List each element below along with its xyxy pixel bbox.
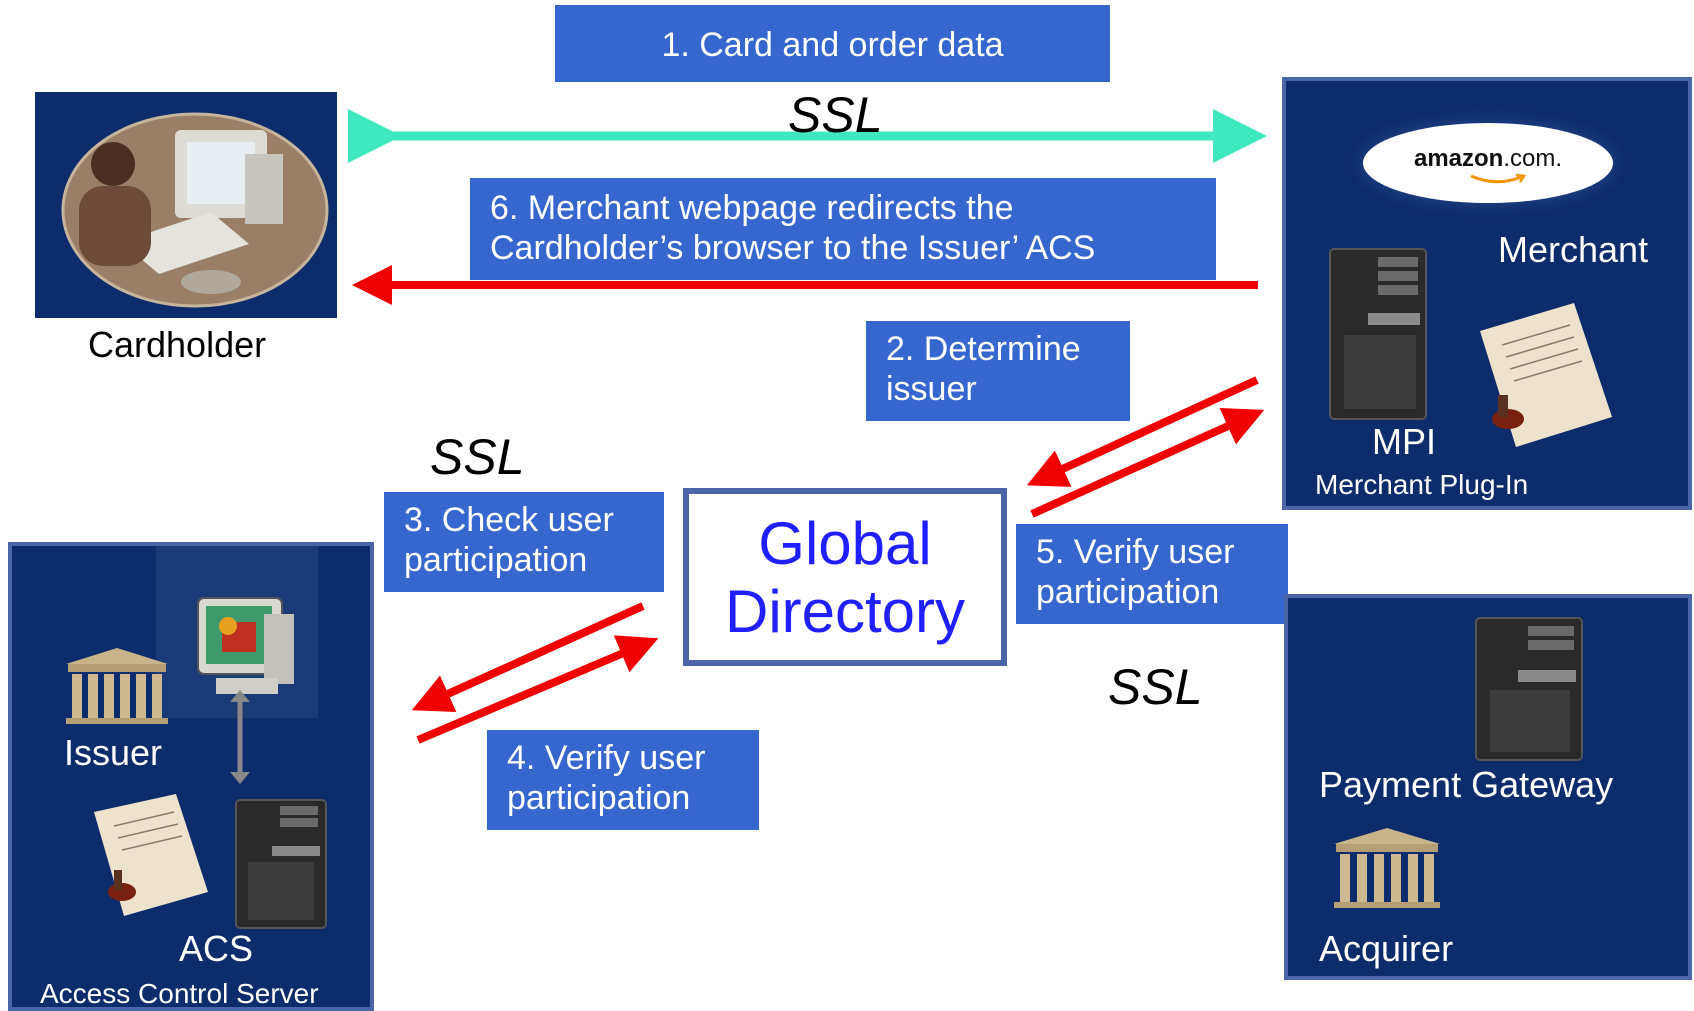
global-directory-box: Global Directory: [683, 488, 1007, 666]
issuer-panel: Issuer ACS Access Control Server: [8, 542, 374, 1011]
step1-box: 1. Card and order data: [555, 5, 1110, 82]
amazon-logo-text: amazon.com.: [1363, 145, 1613, 173]
global-directory-line2: Directory: [724, 578, 966, 645]
step4-line1: 4. Verify user: [507, 739, 706, 777]
mpi-label: MPI: [1372, 421, 1437, 462]
acs-server-icon: [235, 799, 327, 929]
cardholder-panel: [35, 92, 337, 318]
step5-line1: 5. Verify user: [1036, 533, 1235, 571]
step3-line2: participation: [404, 541, 588, 579]
amazon-logo: amazon.com.: [1363, 123, 1613, 203]
arrow-step2: [1026, 376, 1259, 487]
arrow-step4: [416, 635, 659, 744]
step2-line1: 2. Determine: [886, 330, 1081, 368]
gateway-server-icon: [1475, 617, 1583, 761]
ssl-label-left: SSL: [430, 429, 525, 485]
step2-line2: issuer: [886, 370, 977, 408]
issuer-acs-link-icon: [230, 690, 250, 784]
acquirer-bank-icon: [1334, 828, 1440, 908]
cardholder-label: Cardholder: [88, 324, 267, 365]
acs-computer-icon: [197, 597, 294, 694]
step3-line1: 3. Check user: [404, 501, 614, 539]
ssl-label-top: SSL: [788, 87, 883, 143]
merchant-label: Merchant: [1498, 229, 1649, 270]
step4-line2: participation: [507, 779, 691, 817]
amazon-logo-suffix: .com.: [1503, 145, 1563, 172]
step4-box: 4. Verify user participation: [487, 730, 759, 830]
step6-line1: 6. Merchant webpage redirects the: [490, 189, 1014, 227]
acquirer-panel: Payment Gateway Acquirer: [1284, 594, 1692, 980]
amazon-logo-main: amazon: [1413, 145, 1504, 172]
issuer-label: Issuer: [64, 732, 163, 773]
step2-box: 2. Determine issuer: [866, 321, 1130, 421]
ssl-label-right: SSL: [1108, 659, 1203, 715]
cardholder-photo-icon: [61, 112, 329, 308]
global-directory-line1: Global: [758, 510, 932, 577]
arrow-step3: [411, 602, 645, 713]
merchant-server-icon: [1329, 248, 1427, 420]
step5-line2: participation: [1036, 573, 1220, 611]
acs-full-label: Access Control Server: [40, 978, 319, 1009]
step6-box: 6. Merchant webpage redirects the Cardho…: [470, 178, 1216, 280]
acs-document-icon: [94, 794, 208, 916]
step3-box: 3. Check user participation: [384, 492, 664, 592]
arrow-step5: [1030, 407, 1265, 518]
step1-label: 1. Card and order data: [661, 26, 1004, 64]
payment-gateway-label: Payment Gateway: [1319, 764, 1614, 805]
acquirer-label: Acquirer: [1319, 928, 1454, 969]
issuer-bank-icon: [66, 648, 168, 724]
step6-line2: Cardholder’s browser to the Issuer’ ACS: [490, 229, 1096, 267]
merchant-panel: amazon.com. Merchant MPI Merchant Plug-I…: [1282, 77, 1692, 510]
acs-label: ACS: [179, 928, 254, 969]
merchant-document-icon: [1480, 303, 1612, 447]
amazon-smile-icon: [1470, 173, 1527, 184]
step5-box: 5. Verify user participation: [1016, 524, 1288, 624]
mpi-full-label: Merchant Plug-In: [1315, 469, 1529, 500]
